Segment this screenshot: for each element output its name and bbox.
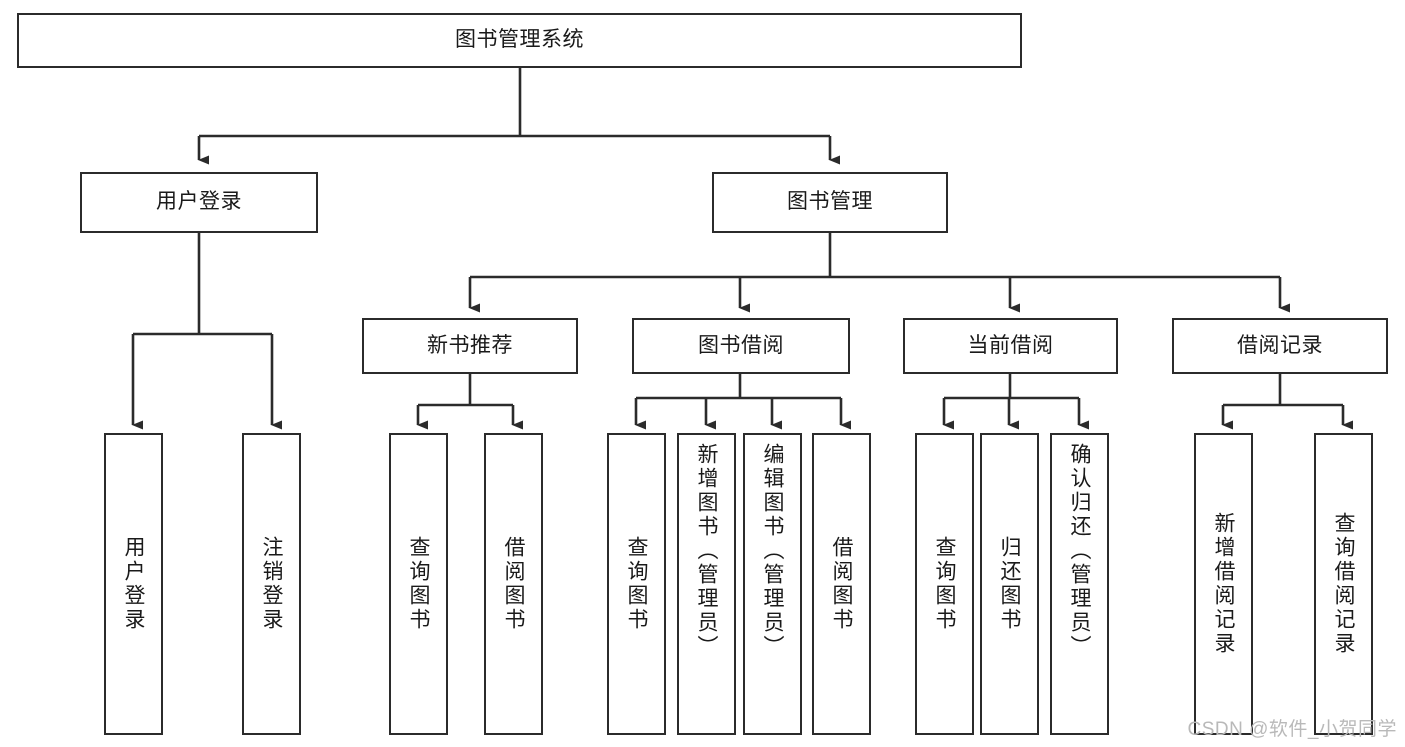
leaf-user-login-signin[interactable]: 用户登录: [104, 433, 163, 735]
leaf-user-login-signout-label: 注销登录: [260, 536, 283, 632]
leaf-current-return-book-label: 归还图书: [998, 536, 1021, 632]
leaf-record-add[interactable]: 新增借阅记录: [1194, 433, 1253, 735]
node-borrow-record-label: 借阅记录: [1237, 333, 1323, 357]
leaf-current-query-book-label: 查询图书: [933, 536, 956, 632]
leaf-current-confirm-return[interactable]: 确认归还（管理员）: [1050, 433, 1109, 735]
leaf-record-query[interactable]: 查询借阅记录: [1314, 433, 1373, 735]
node-book-management-label: 图书管理: [787, 190, 873, 214]
leaf-user-login-signout[interactable]: 注销登录: [242, 433, 301, 735]
leaf-current-confirm-return-label: 确认归还（管理员）: [1068, 443, 1091, 659]
leaf-borrow-borrow-book-label: 借阅图书: [830, 536, 853, 632]
leaf-current-return-book[interactable]: 归还图书: [980, 433, 1039, 735]
leaf-borrow-query-book-label: 查询图书: [625, 536, 648, 632]
leaf-user-login-signin-label: 用户登录: [122, 536, 145, 632]
node-current-borrow-label: 当前借阅: [967, 333, 1054, 357]
leaf-borrow-edit-book[interactable]: 编辑图书（管理员）: [743, 433, 802, 735]
leaf-borrow-add-book-label: 新增图书（管理员）: [695, 443, 718, 659]
node-root-label: 图书管理系统: [455, 28, 584, 52]
leaf-borrow-add-book[interactable]: 新增图书（管理员）: [677, 433, 736, 735]
leaf-borrow-query-book[interactable]: 查询图书: [607, 433, 666, 735]
node-user-login-label: 用户登录: [156, 190, 242, 214]
node-book-borrow[interactable]: 图书借阅: [632, 318, 850, 374]
leaf-borrow-borrow-book[interactable]: 借阅图书: [812, 433, 871, 735]
watermark-text: CSDN @软件_小贺同学: [1187, 719, 1397, 740]
node-new-book-recommend[interactable]: 新书推荐: [362, 318, 578, 374]
leaf-borrow-edit-book-label: 编辑图书（管理员）: [761, 443, 784, 659]
node-user-login[interactable]: 用户登录: [80, 172, 318, 233]
leaf-current-query-book[interactable]: 查询图书: [915, 433, 974, 735]
node-book-management[interactable]: 图书管理: [712, 172, 948, 233]
node-book-borrow-label: 图书借阅: [698, 333, 784, 357]
leaf-recommend-query-book[interactable]: 查询图书: [389, 433, 448, 735]
leaf-recommend-borrow-book-label: 借阅图书: [502, 536, 525, 632]
leaf-recommend-borrow-book[interactable]: 借阅图书: [484, 433, 543, 735]
node-new-book-recommend-label: 新书推荐: [427, 333, 513, 357]
node-root[interactable]: 图书管理系统: [17, 13, 1022, 68]
leaf-record-add-label: 新增借阅记录: [1212, 512, 1235, 656]
leaf-recommend-query-book-label: 查询图书: [407, 536, 430, 632]
leaf-record-query-label: 查询借阅记录: [1332, 512, 1355, 656]
node-current-borrow[interactable]: 当前借阅: [903, 318, 1118, 374]
node-borrow-record[interactable]: 借阅记录: [1172, 318, 1388, 374]
